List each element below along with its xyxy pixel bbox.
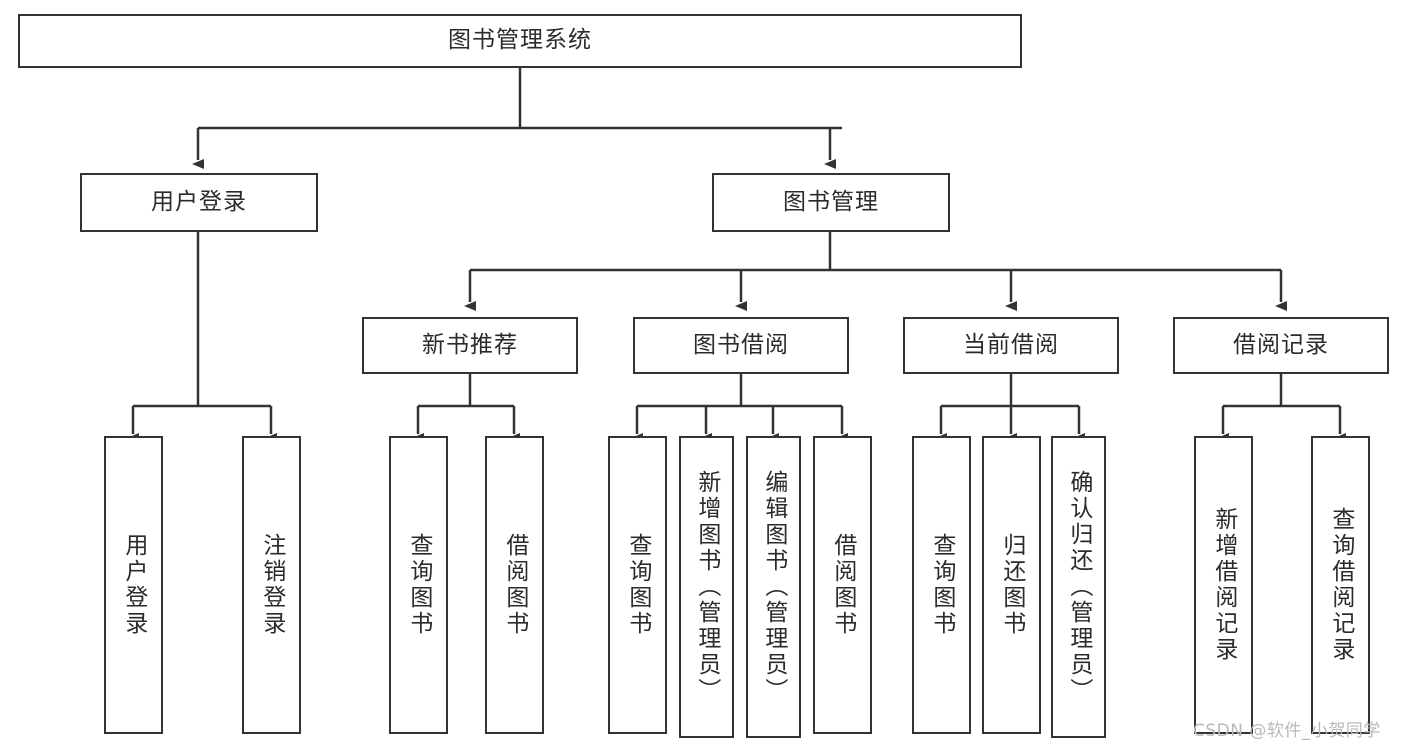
node-label: 新增图书（管理员） <box>693 470 720 704</box>
leaf-new-book-borrow[interactable]: 借阅图书 <box>485 436 544 734</box>
node-label: 用户登录 <box>120 533 147 637</box>
node-label: 注销登录 <box>258 533 285 637</box>
node-label: 查询图书 <box>405 533 432 637</box>
leaf-current-confirm-return-admin[interactable]: 确认归还（管理员） <box>1051 436 1106 738</box>
leaf-current-query-book[interactable]: 查询图书 <box>912 436 971 734</box>
node-root-system[interactable]: 图书管理系统 <box>18 14 1022 68</box>
node-label: 图书管理系统 <box>448 27 592 54</box>
leaf-borrow-query-book[interactable]: 查询图书 <box>608 436 667 734</box>
leaf-current-return-book[interactable]: 归还图书 <box>982 436 1041 734</box>
node-label: 当前借阅 <box>963 331 1059 358</box>
node-label: 借阅图书 <box>829 533 856 637</box>
leaf-new-book-query[interactable]: 查询图书 <box>389 436 448 734</box>
node-label: 图书借阅 <box>693 331 789 358</box>
node-user-login[interactable]: 用户登录 <box>80 173 318 232</box>
node-book-borrow[interactable]: 图书借阅 <box>633 317 849 374</box>
leaf-borrow-add-book-admin[interactable]: 新增图书（管理员） <box>679 436 734 738</box>
leaf-user-login-login[interactable]: 用户登录 <box>104 436 163 734</box>
node-label: 新书推荐 <box>422 331 518 358</box>
leaf-borrow-borrow-book[interactable]: 借阅图书 <box>813 436 872 734</box>
node-label: 借阅记录 <box>1233 331 1329 358</box>
node-label: 查询借阅记录 <box>1327 507 1354 663</box>
node-label: 编辑图书（管理员） <box>760 470 787 704</box>
node-label: 借阅图书 <box>501 533 528 637</box>
node-label: 新增借阅记录 <box>1210 507 1237 663</box>
node-label: 归还图书 <box>998 533 1025 637</box>
node-label: 确认归还（管理员） <box>1065 470 1092 704</box>
leaf-record-query-record[interactable]: 查询借阅记录 <box>1311 436 1370 734</box>
leaf-user-login-logout[interactable]: 注销登录 <box>242 436 301 734</box>
leaf-record-add-record[interactable]: 新增借阅记录 <box>1194 436 1253 734</box>
node-label: 图书管理 <box>783 188 879 215</box>
leaf-borrow-edit-book-admin[interactable]: 编辑图书（管理员） <box>746 436 801 738</box>
node-borrow-record[interactable]: 借阅记录 <box>1173 317 1389 374</box>
node-current-borrow[interactable]: 当前借阅 <box>903 317 1119 374</box>
node-label: 查询图书 <box>624 533 651 637</box>
node-label: 查询图书 <box>928 533 955 637</box>
node-new-book-recommend[interactable]: 新书推荐 <box>362 317 578 374</box>
node-book-management[interactable]: 图书管理 <box>712 173 950 232</box>
csdn-watermark: CSDN @软件_小贺同学 <box>1193 721 1381 741</box>
node-label: 用户登录 <box>151 188 247 215</box>
